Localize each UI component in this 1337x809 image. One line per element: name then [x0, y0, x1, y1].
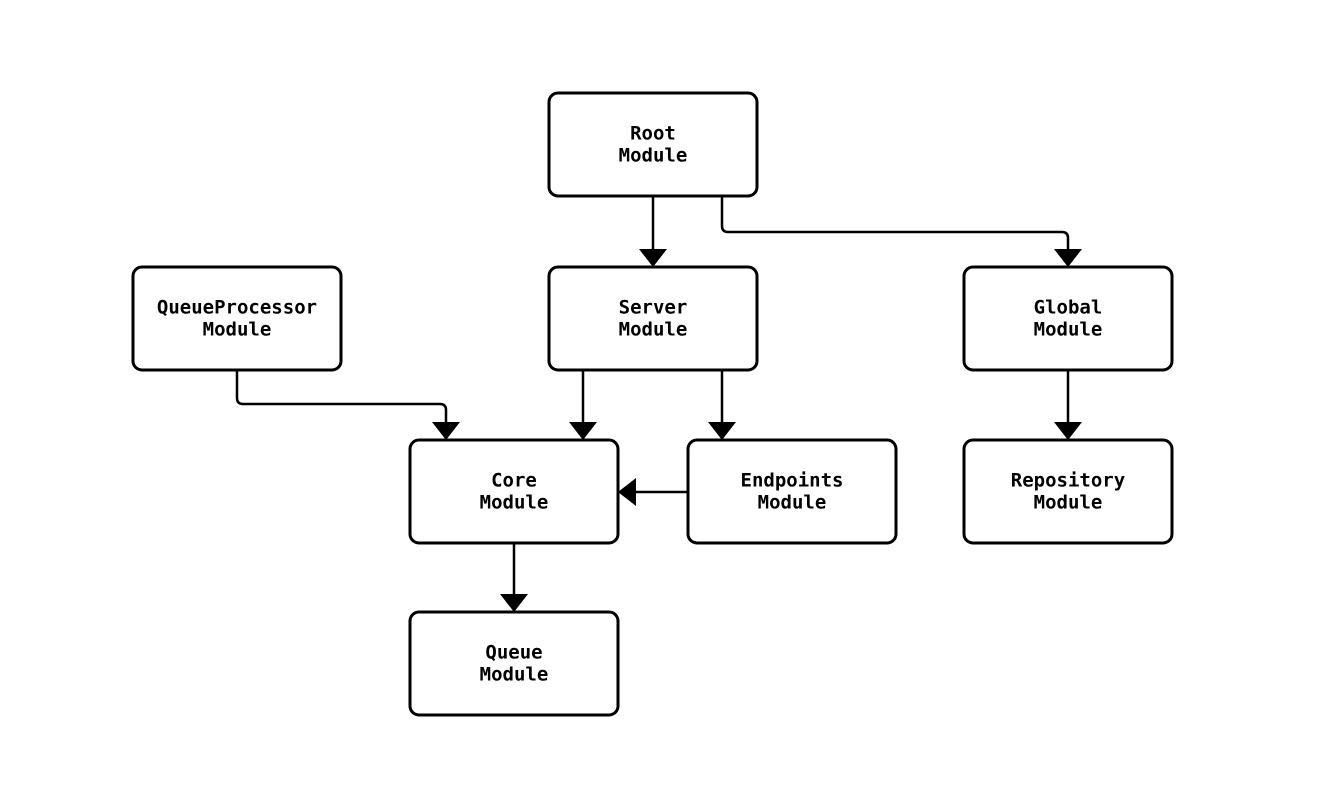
- node-box-endpoints-module: [686, 438, 898, 545]
- node-label-root-module-line-1: Root: [630, 123, 676, 145]
- arrowhead-icon-root-to-global: [1054, 249, 1082, 267]
- arrowhead-icon-server-to-core: [569, 422, 597, 440]
- edge-global-to-repository: [1054, 370, 1082, 440]
- edges-layer: [235, 196, 1082, 612]
- node-label-core-module-line-1: Core: [491, 470, 537, 492]
- node-label-queue-module-line-2: Module: [480, 664, 549, 686]
- edge-server-to-endpoints: [708, 370, 736, 440]
- node-label-queueprocessor-module-line-2: Module: [203, 319, 272, 341]
- node-box-repository-module: [962, 438, 1174, 545]
- arrowhead-icon-core-to-queue: [500, 594, 528, 612]
- node-label-repository-module-line-1: Repository: [1011, 470, 1125, 492]
- node-label-global-module-line-2: Module: [1034, 319, 1103, 341]
- arrowhead-icon-queueprocessor-to-core: [432, 422, 460, 440]
- node-label-core-module-line-2: Module: [480, 492, 549, 514]
- node-box-global-module: [962, 265, 1174, 372]
- edge-endpoints-to-core: [618, 478, 688, 506]
- node-label-repository-module-line-2: Module: [1034, 492, 1103, 514]
- edge-line-root-to-global: [720, 196, 1070, 249]
- node-box-queue-module: [408, 610, 620, 717]
- edge-core-to-queue: [500, 543, 528, 612]
- edge-line-queueprocessor-to-core: [235, 370, 448, 422]
- arrowhead-icon-server-to-endpoints: [708, 422, 736, 440]
- edge-queueprocessor-to-core: [235, 370, 460, 440]
- node-label-server-module-line-2: Module: [619, 319, 688, 341]
- nodes-layer: RootModuleQueueProcessorModuleServerModu…: [131, 91, 1174, 717]
- node-label-endpoints-module-line-1: Endpoints: [741, 470, 844, 492]
- node-label-server-module-line-1: Server: [619, 297, 688, 319]
- node-label-queueprocessor-module-line-1: QueueProcessor: [157, 297, 317, 319]
- edge-root-to-server: [639, 196, 667, 267]
- node-box-core-module: [408, 438, 620, 545]
- node-label-global-module-line-1: Global: [1034, 297, 1103, 319]
- arrowhead-icon-endpoints-to-core: [618, 478, 636, 506]
- edge-root-to-global: [720, 196, 1082, 267]
- node-label-root-module-line-2: Module: [619, 145, 688, 167]
- arrowhead-icon-root-to-server: [639, 249, 667, 267]
- arrowhead-icon-global-to-repository: [1054, 422, 1082, 440]
- node-label-endpoints-module-line-2: Module: [758, 492, 827, 514]
- node-box-server-module: [547, 265, 759, 372]
- node-label-queue-module-line-1: Queue: [485, 642, 542, 664]
- node-box-queueprocessor-module: [131, 265, 343, 372]
- edge-server-to-core: [569, 370, 597, 440]
- node-box-root-module: [547, 91, 759, 198]
